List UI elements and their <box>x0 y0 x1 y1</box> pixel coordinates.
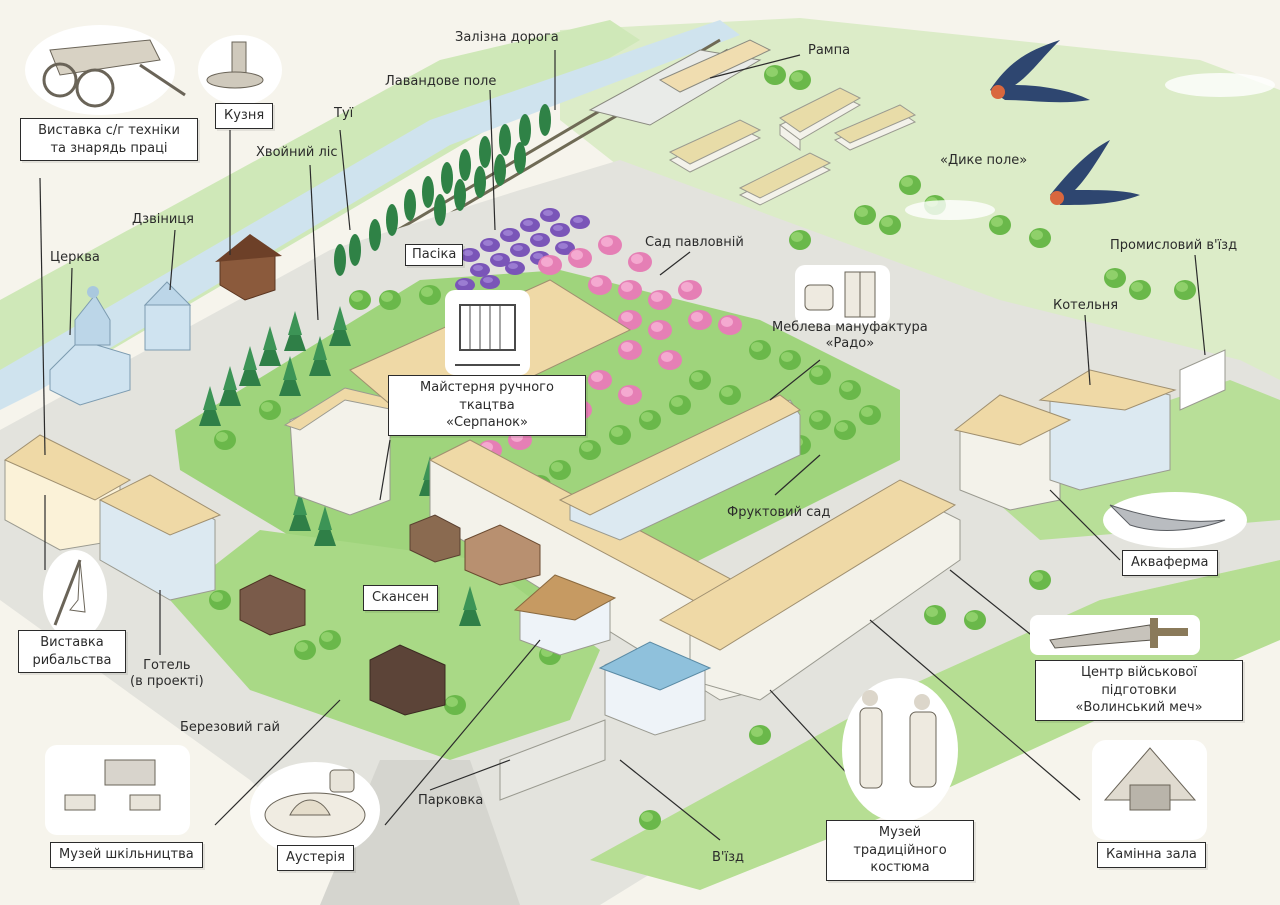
box-fireplace-hall: Камінна зала <box>1097 842 1206 868</box>
box-austeria: Аустерія <box>277 845 354 871</box>
fish-icon <box>1103 492 1247 548</box>
box-forge: Кузня <box>215 103 274 129</box>
main-lawn <box>175 270 900 620</box>
label-hotel-line1: Готель <box>143 658 191 673</box>
anvil-icon <box>198 35 282 105</box>
box-weaving-line1: Майстерня ручного ткацтва <box>420 380 554 413</box>
cart-icon <box>25 25 186 115</box>
label-lavender: Лавандове поле <box>385 74 497 89</box>
label-hotel-line2: (в проекті) <box>130 674 204 690</box>
bell-tower <box>143 281 192 351</box>
box-agri-exhibition: Виставка с/г техніки та знарядь праці <box>20 118 198 162</box>
label-birch: Березовий гай <box>180 720 280 735</box>
swallow-icon <box>1050 140 1140 205</box>
forge-building <box>215 234 282 301</box>
box-military-center: Центр військової підготовки «Волинський … <box>1035 660 1243 721</box>
label-hotel: Готель (в проекті) <box>130 658 204 691</box>
box-weaving-line2: «Серпанок» <box>445 415 528 431</box>
leader-lines <box>39 50 1206 841</box>
boiler-building <box>953 369 1177 511</box>
label-furniture-line1: Меблева мануфактура <box>772 320 928 335</box>
label-wild-field: «Дике поле» <box>940 153 1028 168</box>
label-furniture-line2: «Радо» <box>825 336 875 352</box>
box-skansen: Скансен <box>363 585 439 611</box>
armchair-icon <box>795 265 890 325</box>
church <box>49 286 131 406</box>
sword-icon <box>1030 615 1200 655</box>
box-agri-line1: Виставка с/г техніки <box>38 123 180 138</box>
label-church: Церква <box>50 250 100 265</box>
box-aquafarm: Акваферма <box>1122 550 1218 576</box>
museum-block <box>428 394 961 701</box>
box-fishing-line1: Виставка <box>40 635 104 650</box>
box-weaving: Майстерня ручного ткацтва «Серпанок» <box>388 375 586 436</box>
label-bell-tower: Дзвіниця <box>132 212 194 227</box>
fireplace-icon <box>1092 740 1207 840</box>
box-costume-museum: Музей традиційного костюма <box>826 820 974 881</box>
wardrobe-icon <box>844 271 876 318</box>
label-industrial-entry: Промисловий в'їзд <box>1110 238 1238 253</box>
swallow-icon <box>990 40 1090 103</box>
classroom-icon <box>45 745 190 835</box>
industrial-gate <box>1179 349 1226 411</box>
label-orchard: Фруктовий сад <box>727 505 831 520</box>
skansen-huts <box>239 514 712 736</box>
label-furniture: Меблева мануфактура «Радо» <box>772 320 928 353</box>
entry-gate <box>499 719 606 801</box>
label-ramp: Рампа <box>808 43 851 58</box>
box-military-line2: «Волинський меч» <box>1075 700 1203 716</box>
box-costume-line2: костюма <box>870 860 930 876</box>
fishing-rod-icon <box>43 550 107 640</box>
hotel-building <box>3 434 222 601</box>
label-parking: Парковка <box>418 793 484 808</box>
railway-strip <box>0 20 740 410</box>
label-thuja: Туї <box>334 106 354 121</box>
loom-icon <box>445 290 530 375</box>
label-railway: Залізна дорога <box>455 30 559 45</box>
label-conifer: Хвойний ліс <box>256 145 338 160</box>
box-fishing-line2: рибальства <box>32 652 112 668</box>
box-school-museum: Музей шкільництва <box>50 842 203 868</box>
box-apiary: Пасіка <box>405 244 464 266</box>
box-agri-line2: та знарядь праці <box>50 140 168 156</box>
box-military-line1: Центр військової підготовки <box>1080 665 1198 698</box>
label-boiler: Котельня <box>1053 298 1119 313</box>
dumplings-icon <box>250 762 380 858</box>
box-fishing-exhibition: Виставка рибальства <box>18 630 126 674</box>
costume-icon <box>842 678 958 822</box>
label-paulownia: Сад павловній <box>645 235 744 250</box>
label-entry: В'їзд <box>712 850 745 865</box>
box-costume-line1: Музей традиційного <box>853 825 947 858</box>
